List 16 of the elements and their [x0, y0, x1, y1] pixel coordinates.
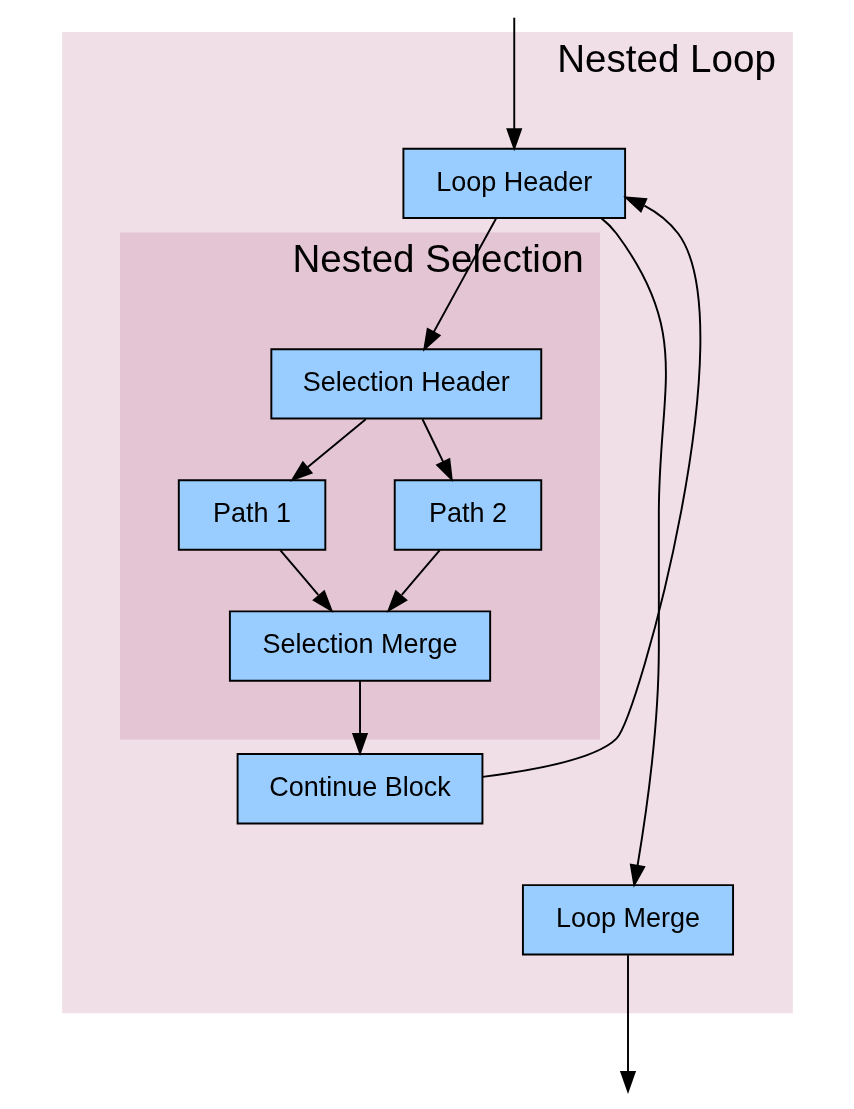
arrow — [351, 679, 368, 757]
arrow — [278, 549, 333, 613]
node-box: Loop Merge — [521, 884, 734, 956]
arrow — [600, 217, 667, 888]
arrow — [481, 196, 701, 778]
node-box: Continue Block — [236, 753, 483, 825]
node-box: Path 2 — [393, 479, 542, 551]
arrow — [386, 549, 441, 613]
arrow — [421, 418, 453, 483]
node-box: Path 1 — [177, 479, 326, 551]
node-box: Selection Merge — [228, 610, 491, 682]
arrow — [505, 16, 522, 152]
node-box: Loop Header — [401, 147, 626, 220]
node-box: Selection Header — [269, 348, 542, 420]
arrow — [289, 418, 367, 482]
arrow — [619, 954, 636, 1095]
